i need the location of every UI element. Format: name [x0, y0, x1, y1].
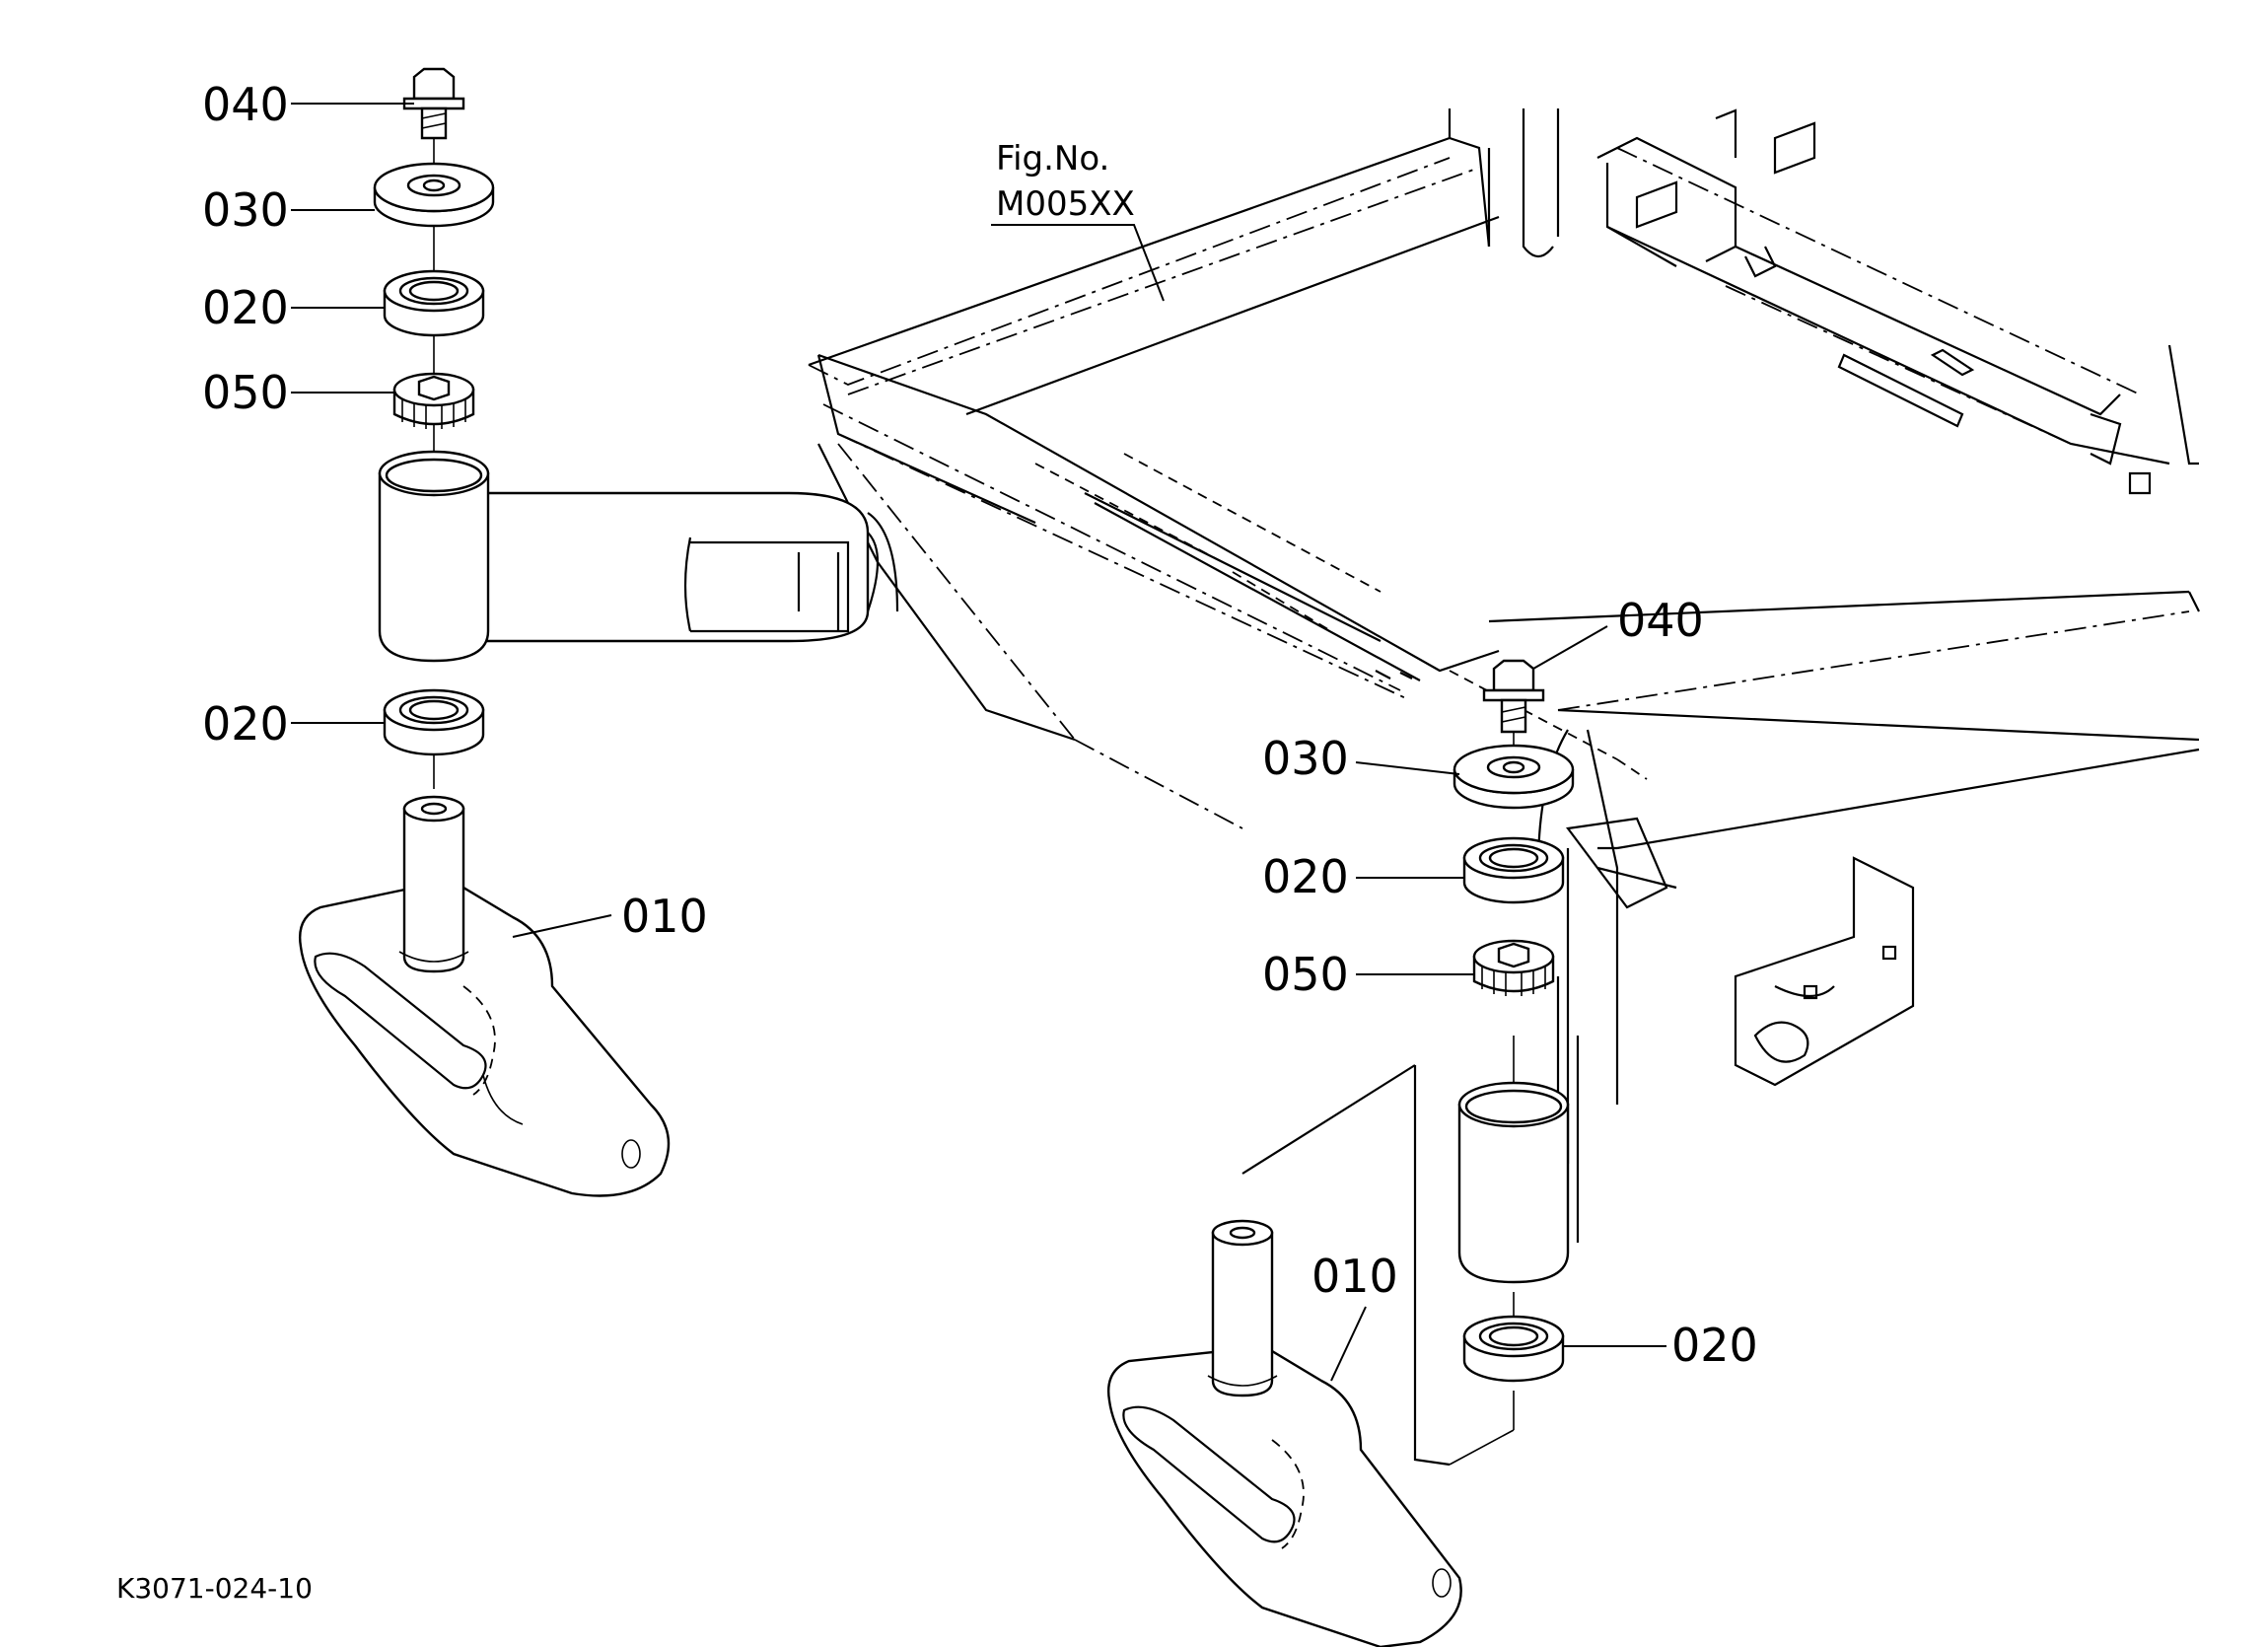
figure-reference-line2: M005XX	[996, 184, 1135, 224]
callout-050-left: 050	[202, 366, 289, 419]
callout-020-left-top: 020	[202, 281, 289, 334]
caster-yoke-010-right	[1107, 1219, 1462, 1647]
callout-050-right: 050	[1262, 948, 1349, 1001]
callout-020-right-top: 020	[1262, 850, 1349, 903]
figure-reference-label: Fig.No. M005XX	[991, 139, 1165, 302]
bearing-020-left-top	[383, 269, 485, 337]
callout-040-right: 040	[1617, 594, 1704, 647]
washer-030-left	[373, 162, 495, 228]
drawing-number: K3071-024-10	[116, 1572, 313, 1605]
callout-020-right-bottom: 020	[1671, 1319, 1758, 1372]
callout-040-left: 040	[202, 78, 289, 131]
callout-010-left: 010	[621, 890, 708, 943]
bolt-040-left	[402, 67, 465, 140]
mower-frame	[471, 108, 2200, 1243]
callout-030-left: 030	[202, 183, 289, 237]
figure-reference-line1: Fig.No.	[996, 139, 1109, 179]
pivot-tube-right	[1457, 1081, 1570, 1284]
nut-050-right	[1472, 939, 1555, 996]
pivot-tube-left	[378, 450, 490, 663]
callout-020-left-bottom: 020	[202, 697, 289, 751]
left-caster-assembly: 040 030 020 050 020 010	[202, 67, 708, 1197]
bearing-020-left-bottom	[383, 688, 485, 756]
bolt-040-right	[1482, 659, 1545, 734]
caster-yoke-010-left	[299, 795, 671, 1197]
nut-050-left	[392, 372, 475, 429]
bearing-020-right-bottom	[1462, 1315, 1565, 1383]
bearing-020-right-top	[1462, 836, 1565, 904]
washer-030-right	[1453, 744, 1575, 810]
callout-030-right: 030	[1262, 732, 1349, 785]
right-caster-assembly: 040 030 020 050 010 020	[1107, 594, 1758, 1647]
callout-010-right: 010	[1311, 1250, 1398, 1303]
